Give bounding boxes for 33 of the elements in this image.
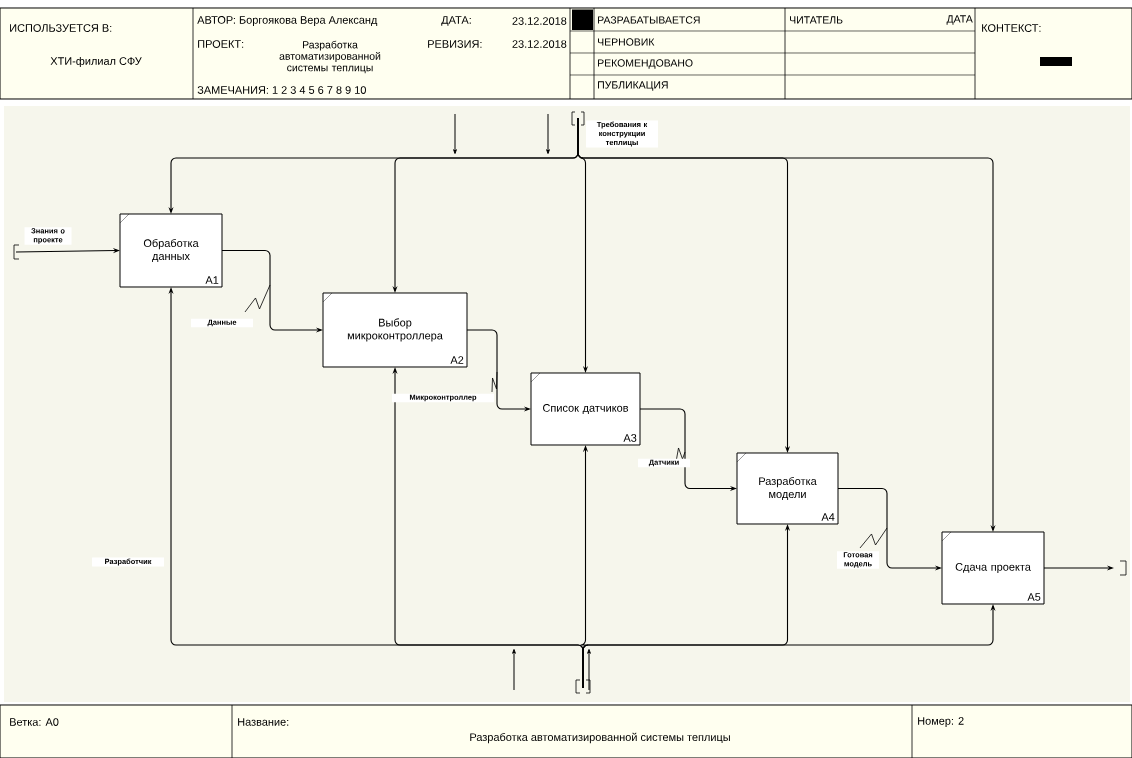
form-label: Ветка: А0 [10, 718, 59, 726]
form-label: ДАТА: [441, 16, 471, 26]
form-label: ПРОЕКТ: [198, 40, 244, 48]
form-label: РАЗРАБАТЫВАЕТСЯ [598, 16, 700, 24]
form-label: РЕКОМЕНДОВАНО [598, 59, 693, 69]
form-label: КОНТЕКСТ: [982, 24, 1041, 32]
form-label: ЧЕРНОВИК [598, 38, 655, 46]
activity-number: A4 [821, 513, 835, 521]
form-label: ПУБЛИКАЦИЯ [598, 81, 668, 91]
activity-number: A1 [205, 276, 219, 284]
activity-number: A3 [623, 434, 637, 442]
form-label: АВТОР: Боргоякова Вера Александ [197, 16, 378, 26]
tunnel-mark [13, 244, 20, 260]
form-label: Номер: 2 [918, 717, 964, 727]
form-label: 23.12.2018 [512, 40, 567, 48]
form-label: ЗАМЕЧАНИЯ: 1 2 3 4 5 6 7 8 9 10 [197, 86, 366, 94]
form-label: Название: [238, 718, 289, 726]
activity-number: A2 [450, 356, 464, 364]
activity-number: A5 [1027, 593, 1041, 601]
arrow [546, 113, 550, 154]
arrow [453, 113, 457, 154]
arrow [512, 649, 516, 691]
tunnel-mark [571, 111, 585, 126]
form-label: ХТИ-филиал СФУ [50, 56, 142, 68]
form-label: ДАТА [946, 15, 973, 25]
form-label: ЧИТАТЕЛЬ [790, 16, 843, 24]
form-label: Разработка автоматизированной системы теплицы [470, 732, 730, 744]
form-label: РЕВИЗИЯ: [428, 40, 482, 48]
form-label: ИСПОЛЬЗУЕТСЯ В: [10, 24, 112, 32]
form-label: Разработка автоматизированной системы теплицы [279, 40, 381, 74]
arrow [587, 649, 591, 691]
tunnel-mark [575, 679, 591, 694]
form-label: 23.12.2018 [512, 17, 567, 25]
